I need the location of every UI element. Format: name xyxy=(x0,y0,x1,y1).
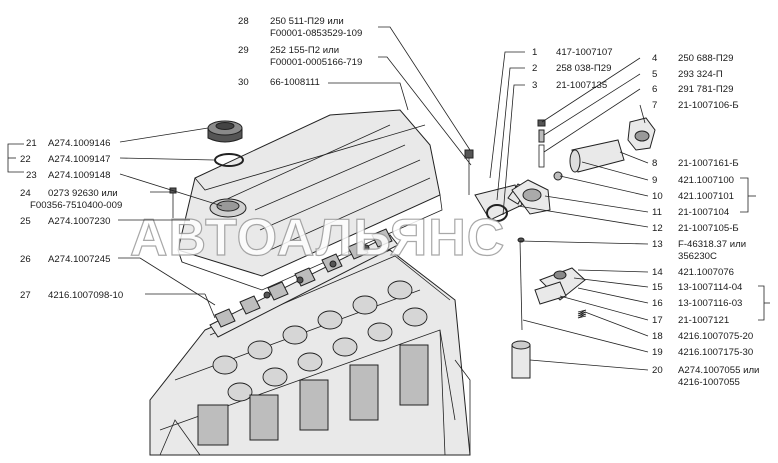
callout-code: 250 511-П29 или xyxy=(270,16,344,27)
callout-code: 250 688-П29 xyxy=(678,53,733,64)
callout-code: 21-1007135 xyxy=(556,80,607,91)
callout-code: 13-1007114-04 xyxy=(678,282,743,293)
callout-code: А274.1007230 xyxy=(48,216,110,227)
callout-number: 24 xyxy=(20,188,31,199)
callout-number: 26 xyxy=(20,254,31,265)
callout-number: 16 xyxy=(652,298,663,309)
callout-code: 421.1007076 xyxy=(678,267,734,278)
callout-number: 15 xyxy=(652,282,663,293)
callout-number: 2 xyxy=(532,63,537,74)
callout-number: 5 xyxy=(652,69,657,80)
callout-number: 18 xyxy=(652,331,663,342)
callout-number: 1 xyxy=(532,47,537,58)
callout-code: 4216-1007055 xyxy=(678,377,740,388)
leader-lines xyxy=(7,26,770,371)
watermark-text: АВТОАЛЬЯНС xyxy=(130,209,505,267)
callout-code: 13-1007116-03 xyxy=(678,298,742,309)
callout-code: 66-1008111 xyxy=(270,77,320,88)
callout-number: 9 xyxy=(652,175,657,186)
callout-code: F00356-7510400-009 xyxy=(30,200,122,211)
callout-number: 12 xyxy=(652,223,663,234)
callout-code: 291 781-П29 xyxy=(678,84,733,95)
callout-code: 421.1007100 xyxy=(678,175,734,186)
callout-code: 258 038-П29 xyxy=(556,63,611,74)
callout-number: 13 xyxy=(652,239,663,250)
callout-number: 28 xyxy=(238,16,249,27)
callout-code: А274.1007055 или xyxy=(678,365,759,376)
callout-code: 21-1007105-Б xyxy=(678,223,739,234)
rocker-assembly-exploded-illustration xyxy=(464,117,656,379)
callout-code: 4216.1007175-30 xyxy=(678,347,753,358)
callout-number: 17 xyxy=(652,315,663,326)
valve-cover-illustration xyxy=(177,109,443,291)
callout-number: 4 xyxy=(652,53,658,64)
engine-block-illustration xyxy=(149,249,471,456)
callout-code: 421.1007101 xyxy=(678,191,734,202)
oil-filler-cap-illustration xyxy=(207,120,244,167)
callout-number: 6 xyxy=(652,84,657,95)
callout-number: 19 xyxy=(652,347,663,358)
callout-code: 417-1007107 xyxy=(556,47,613,58)
callout-code: 252 155-П2 или xyxy=(270,45,339,56)
callout-number: 11 xyxy=(652,207,662,218)
callout-number: 25 xyxy=(20,216,31,227)
callout-code: 0273 92630 или xyxy=(48,188,118,199)
callout-number: 27 xyxy=(20,290,31,301)
callout-code: А274.1009148 xyxy=(48,170,110,181)
callout-number: 30 xyxy=(238,77,249,88)
callout-code: F00001-0005166-719 xyxy=(270,57,362,68)
callout-code: 21-1007161-Б xyxy=(678,158,739,169)
callout-code: 356230С xyxy=(678,251,717,262)
callout-code: 4216.1007098-10 xyxy=(48,290,123,301)
callout-code: F00001-0853529-109 xyxy=(270,28,362,39)
callout-number: 3 xyxy=(532,80,537,91)
callout-number: 14 xyxy=(652,267,663,278)
callout-code: А274.1009146 xyxy=(48,138,110,149)
callout-number: 10 xyxy=(652,191,663,202)
callout-code: А274.1009147 xyxy=(48,154,110,165)
callout-code: F-46318.37 или xyxy=(678,239,746,250)
callout-code: 21-1007106-Б xyxy=(678,100,739,111)
callout-code: 21-1007121 xyxy=(678,315,729,326)
callout-code: 293 324-П xyxy=(678,69,723,80)
callout-number: 20 xyxy=(652,365,663,376)
callout-labels: 28 250 511-П29 или F00001-0853529-109 29… xyxy=(20,16,759,388)
callout-number: 29 xyxy=(238,45,249,56)
callout-number: 23 xyxy=(26,170,37,181)
callout-number: 8 xyxy=(652,158,657,169)
callout-number: 21 xyxy=(26,138,37,149)
callout-number: 7 xyxy=(652,100,657,111)
callout-code: А274.1007245 xyxy=(48,254,110,265)
callout-code: 4216.1007075-20 xyxy=(678,331,753,342)
callout-number: 22 xyxy=(20,154,31,165)
callout-code: 21-1007104 xyxy=(678,207,730,218)
rocker-shaft-illustration xyxy=(209,228,399,338)
